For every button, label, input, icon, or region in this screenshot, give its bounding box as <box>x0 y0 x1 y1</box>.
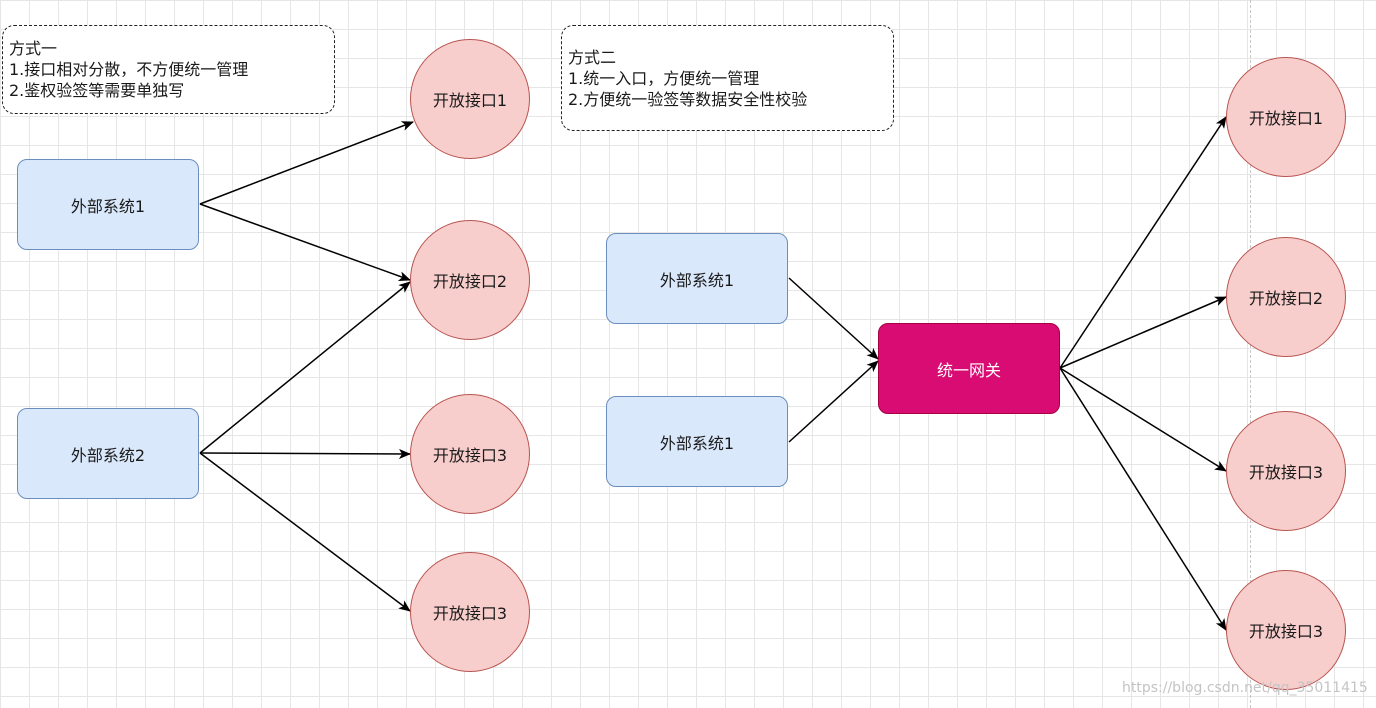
right-open-api-4-label: 开放接口3 <box>1248 622 1324 641</box>
left-open-api-4-label: 开放接口3 <box>432 604 508 623</box>
left-open-api-1-label: 开放接口1 <box>432 91 508 110</box>
left-external-system-1-label: 外部系统1 <box>70 196 146 216</box>
note-method-two-line-1: 1.统一入口，方便统一管理 <box>568 69 760 88</box>
edge-gateway-api1 <box>1059 116 1227 369</box>
right-external-system-1[interactable]: 外部系统1 <box>606 233 788 324</box>
edge-sys2-api3 <box>199 448 411 459</box>
left-open-api-3[interactable]: 开放接口3 <box>410 394 530 514</box>
right-open-api-1[interactable]: 开放接口1 <box>1226 57 1346 177</box>
note-method-two-line-2: 2.方便统一验签等数据安全性校验 <box>568 90 808 109</box>
right-open-api-3[interactable]: 开放接口3 <box>1226 411 1346 531</box>
left-open-api-3-label: 开放接口3 <box>432 446 508 465</box>
left-external-system-2[interactable]: 外部系统2 <box>17 408 199 499</box>
left-external-system-2-label: 外部系统2 <box>70 445 146 465</box>
edge-sys2-api4 <box>199 452 411 612</box>
note-method-two-title: 方式二 <box>568 48 617 67</box>
left-open-api-4[interactable]: 开放接口3 <box>410 552 530 672</box>
edge-sys1-api2 <box>199 203 411 281</box>
edge-sys2-api2 <box>199 281 411 454</box>
unified-gateway-label: 统一网关 <box>936 360 1001 380</box>
note-method-one: 方式一 1.接口相对分散，不方便统一管理 2.鉴权验签等需要单独写 <box>2 25 335 114</box>
edge-sys1-api1 <box>199 121 414 205</box>
note-method-one-title: 方式一 <box>9 39 58 58</box>
right-open-api-2-label: 开放接口2 <box>1248 289 1324 308</box>
page-guide-line <box>1250 0 1251 708</box>
right-open-api-3-label: 开放接口3 <box>1248 463 1324 482</box>
right-open-api-1-label: 开放接口1 <box>1248 109 1324 128</box>
left-external-system-1[interactable]: 外部系统1 <box>17 159 199 250</box>
edge-rsys1-gateway <box>788 277 879 360</box>
left-open-api-2[interactable]: 开放接口2 <box>410 220 530 340</box>
watermark-text: https://blog.csdn.net/qq_35011415 <box>1122 680 1368 696</box>
right-external-system-1-label: 外部系统1 <box>659 270 735 290</box>
edge-gateway-api2 <box>1059 296 1227 369</box>
note-method-one-line-2: 2.鉴权验签等需要单独写 <box>9 81 185 100</box>
note-method-one-line-1: 1.接口相对分散，不方便统一管理 <box>9 60 249 79</box>
edge-gateway-api4 <box>1059 367 1227 631</box>
note-method-two: 方式二 1.统一入口，方便统一管理 2.方便统一验签等数据安全性校验 <box>561 25 894 131</box>
right-open-api-2[interactable]: 开放接口2 <box>1226 237 1346 357</box>
left-open-api-2-label: 开放接口2 <box>432 272 508 291</box>
unified-gateway[interactable]: 统一网关 <box>878 323 1060 414</box>
right-external-system-2[interactable]: 外部系统1 <box>606 396 788 487</box>
edge-rsys2-gateway <box>788 360 879 443</box>
edge-gateway-api3 <box>1059 367 1227 472</box>
left-open-api-1[interactable]: 开放接口1 <box>410 39 530 159</box>
right-external-system-2-label: 外部系统1 <box>659 433 735 453</box>
right-open-api-4[interactable]: 开放接口3 <box>1226 570 1346 690</box>
